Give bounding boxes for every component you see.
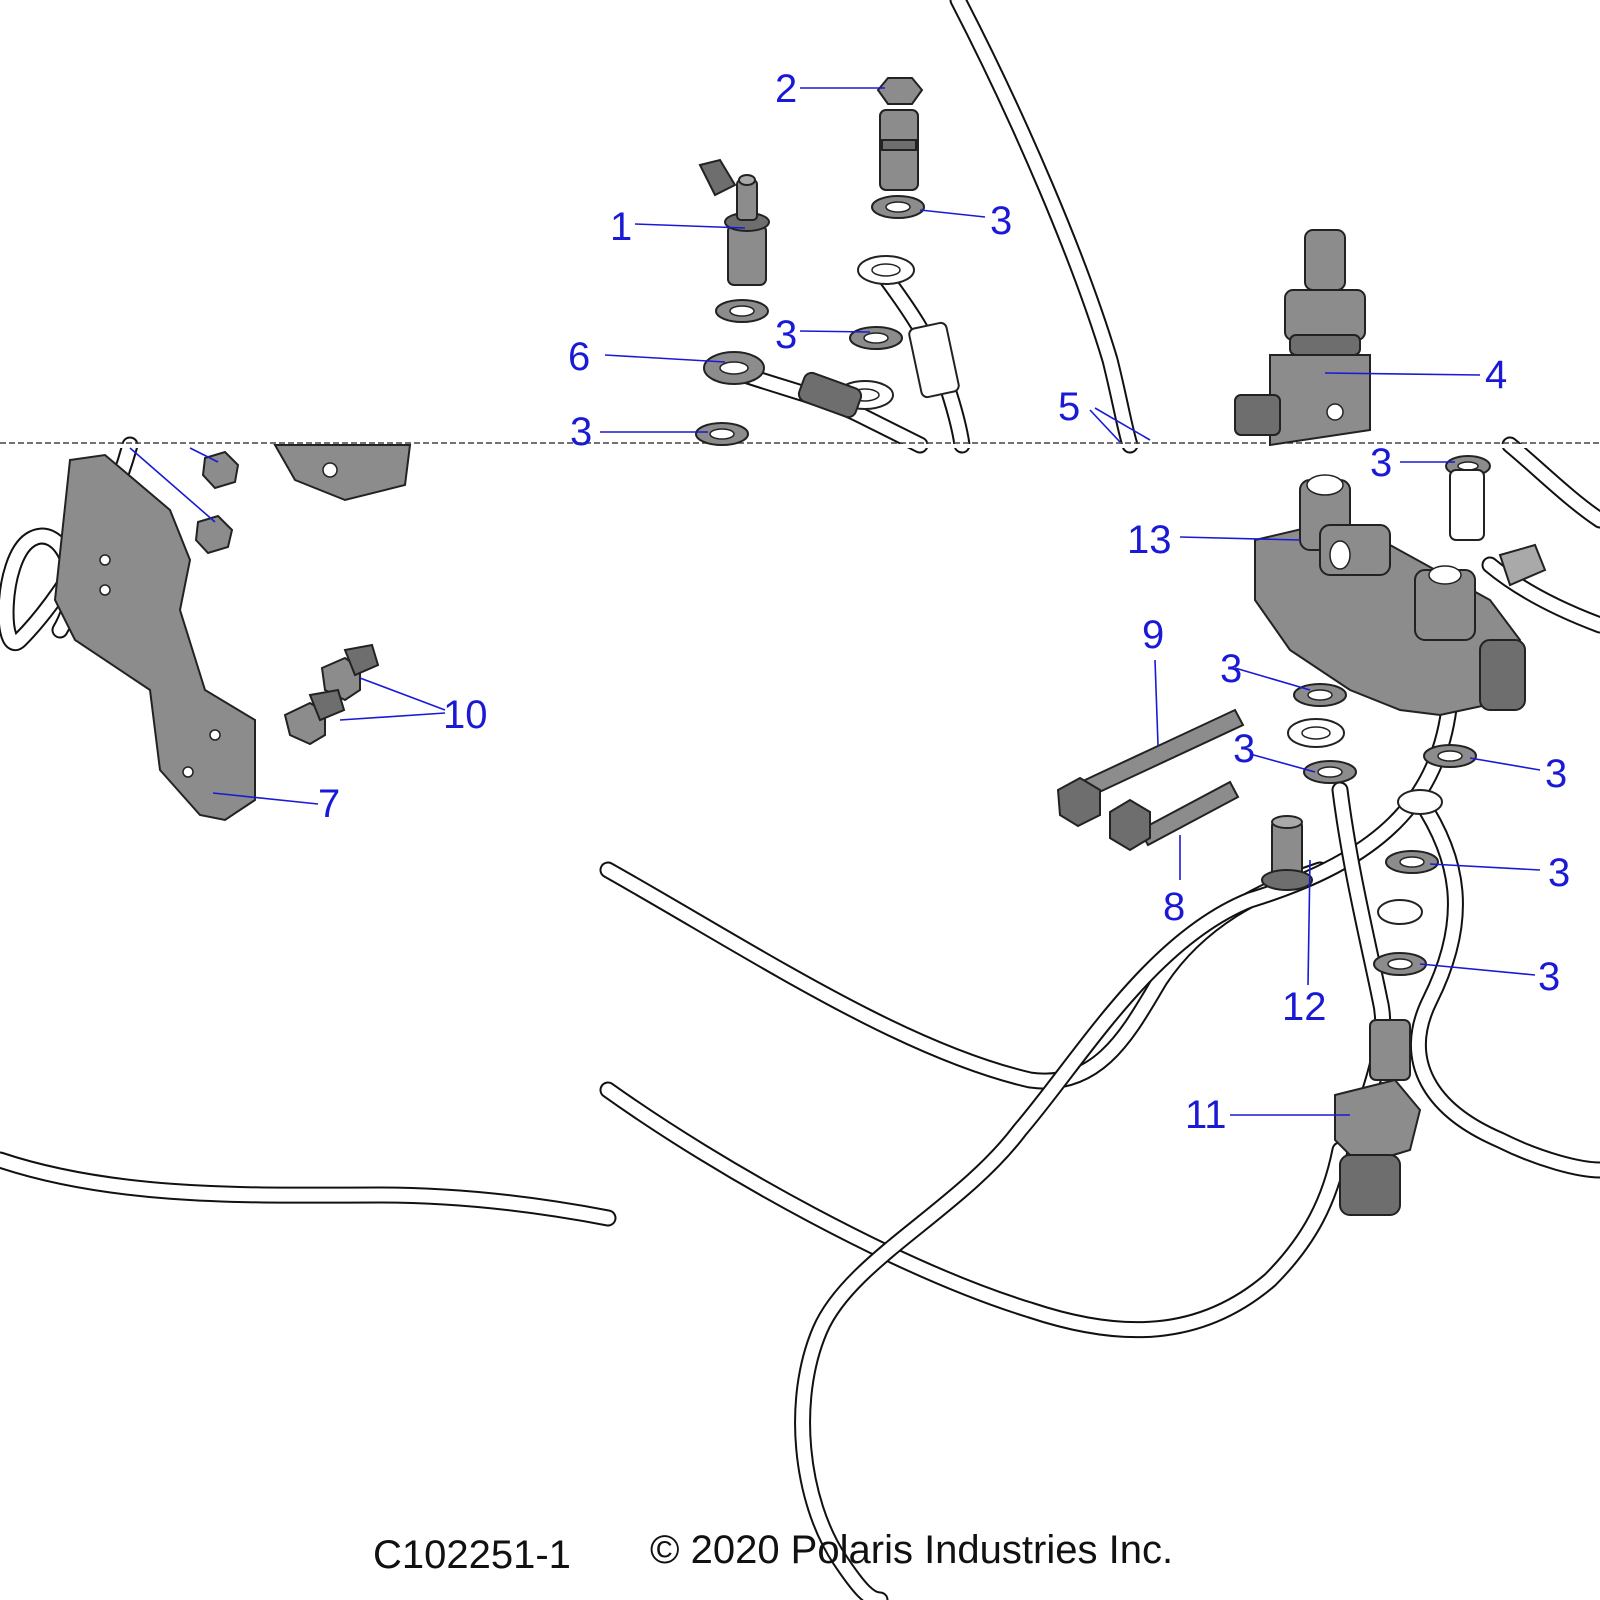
washer — [849, 326, 903, 350]
washer — [1385, 850, 1439, 874]
section-mask — [0, 444, 1600, 448]
callout-3: 3 — [990, 199, 1012, 243]
callout-3: 3 — [1370, 441, 1392, 485]
nuts — [194, 450, 240, 555]
callout-11: 11 — [1185, 1093, 1227, 1137]
drawing-number: C102251-1 — [373, 1533, 571, 1577]
part-7-bracket — [53, 453, 256, 822]
copyright-notice: © 2020 Polaris Industries Inc. — [650, 1528, 1173, 1572]
callout-3: 3 — [1233, 727, 1255, 771]
callout-8: 8 — [1163, 885, 1185, 929]
part-10-push-pins — [283, 643, 380, 746]
callout-1: 1 — [610, 205, 632, 249]
part-2-banjo-bolt — [876, 77, 924, 191]
washer — [695, 422, 749, 446]
callout-10: 10 — [443, 693, 488, 737]
callout-3: 3 — [1220, 647, 1242, 691]
part-8-bolt — [1109, 780, 1240, 852]
part-12-bleeder — [1261, 815, 1313, 891]
part-1-bleeder — [698, 158, 770, 286]
leader-lines — [129, 87, 1541, 1116]
washer — [871, 195, 925, 219]
callout-3: 3 — [1545, 752, 1567, 796]
washer — [715, 299, 769, 323]
footer: C102251-1 © 2020 Polaris Industries Inc. — [373, 1528, 1173, 1577]
callout-13: 13 — [1127, 518, 1172, 562]
callouts: 1 2 3 3 3 3 3 3 3 3 3 3 4 5 6 7 8 9 10 1… — [318, 67, 1570, 1137]
callout-12: 12 — [1282, 985, 1327, 1029]
callout-3: 3 — [1548, 851, 1570, 895]
callout-4: 4 — [1485, 353, 1507, 397]
callout-3: 3 — [775, 313, 797, 357]
brake-line-top — [949, 0, 1139, 454]
part-11-fitting — [1334, 1019, 1422, 1216]
part-13-distribution-block — [1254, 474, 1547, 717]
washers — [695, 195, 1491, 976]
washer — [1303, 760, 1357, 784]
callout-6: 6 — [568, 335, 590, 379]
part-6-banjo-line — [703, 351, 863, 419]
callout-3: 3 — [570, 410, 592, 454]
brake-line-sweep-1 — [599, 861, 1329, 1090]
callout-5: 5 — [1058, 385, 1080, 429]
part-9-bolt — [1056, 708, 1245, 828]
part-4-valve — [1234, 229, 1371, 447]
washer — [1423, 744, 1477, 768]
washer — [1373, 952, 1427, 976]
callout-3: 3 — [1538, 955, 1560, 999]
callout-7: 7 — [318, 782, 340, 826]
callout-2: 2 — [775, 67, 797, 111]
callout-9: 9 — [1142, 613, 1164, 657]
block-top-left — [273, 444, 412, 502]
